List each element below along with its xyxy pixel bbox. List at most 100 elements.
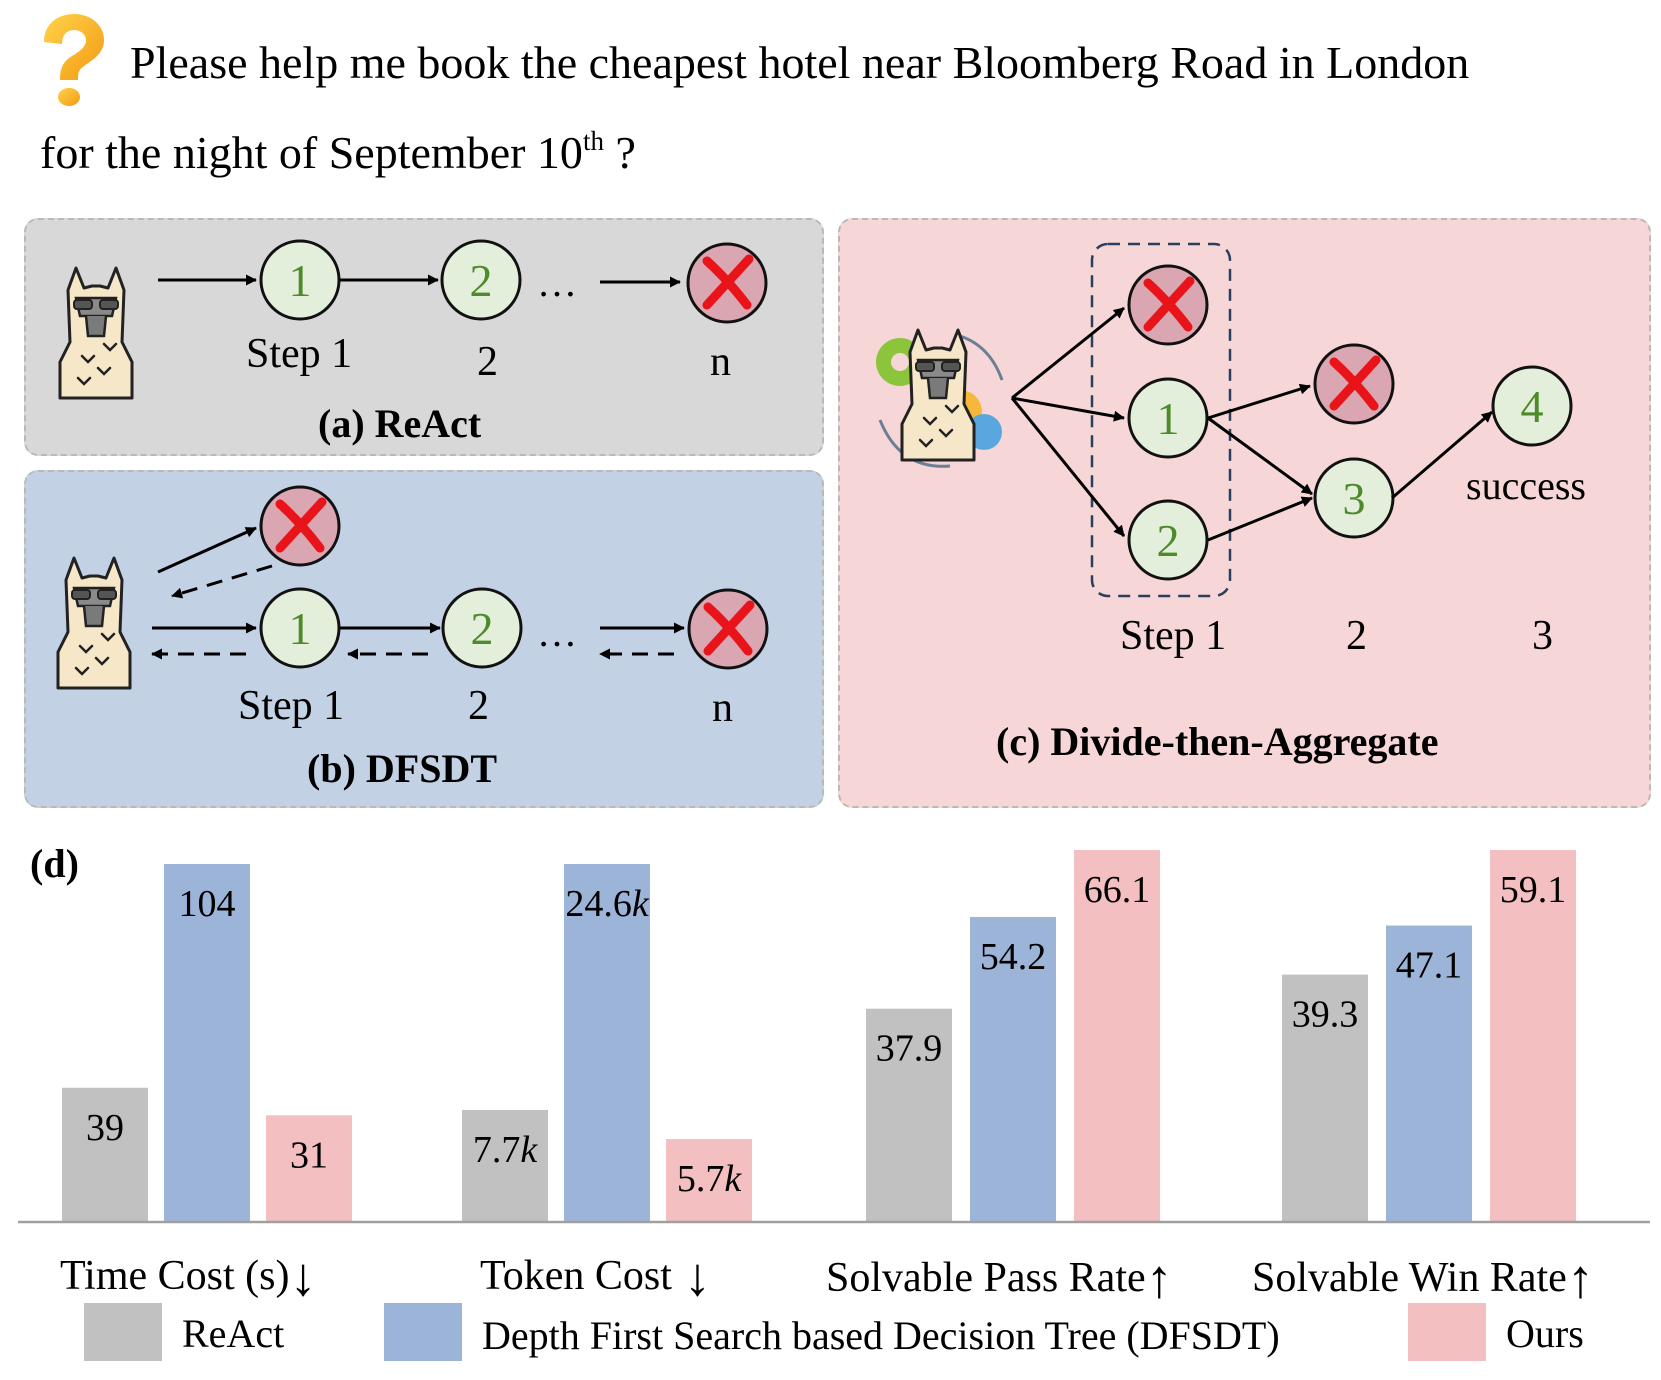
- cross-icon: [1143, 276, 1195, 332]
- dta-node-3-label: 3: [1343, 473, 1366, 524]
- panel-c-step-label-1: Step 1: [1120, 613, 1227, 659]
- bar-value-label: 54.2: [980, 936, 1047, 978]
- query-line-2-prefix: for the night of September 10: [40, 127, 583, 178]
- legend-label-ours: Ours: [1506, 1311, 1584, 1356]
- query-superscript: th: [582, 126, 604, 156]
- bar-value-label: 37.9: [876, 1028, 943, 1070]
- dfsdt-node-2-label: 2: [471, 603, 494, 654]
- dta-node-1-label: 1: [1157, 393, 1180, 444]
- dfsdt-node-1-label: 1: [289, 603, 312, 654]
- dta-arrow-to-2: [1010, 397, 1126, 537]
- cross-icon: [703, 600, 755, 656]
- dta-node-1: 1: [1127, 377, 1209, 459]
- dta-fail-node-1: [1127, 264, 1209, 346]
- bar-ours-2: [1074, 850, 1160, 1222]
- category-label-win-rate: Solvable Win Rate↑: [1252, 1242, 1594, 1309]
- dta-node-4-label: 4: [1521, 381, 1544, 432]
- query-line-2-suffix: ?: [603, 127, 636, 178]
- category-label-time-cost: Time Cost (s)↓: [60, 1240, 317, 1307]
- category-label-time-cost-text: Time Cost (s): [60, 1253, 290, 1299]
- bar-value-label: 47.1: [1396, 945, 1463, 987]
- bar-value-label: 59.1: [1500, 869, 1567, 911]
- dta-arrow-1-fail: [1207, 383, 1311, 420]
- category-label-win-rate-text: Solvable Win Rate: [1252, 1255, 1567, 1301]
- bar-depth-first-search-based-decision-tree-dfsdt--2: [970, 916, 1056, 1222]
- category-label-pass-rate-text: Solvable Pass Rate: [826, 1255, 1146, 1301]
- react-node-2: 2: [440, 239, 522, 321]
- arrow-down-icon: ↓: [683, 1247, 711, 1307]
- dta-arrow-2-3: [1207, 496, 1313, 542]
- legend-swatch-ours: [1408, 1303, 1486, 1361]
- chart-panel-label: (d): [30, 841, 79, 886]
- bar-value-label: 31: [290, 1134, 328, 1176]
- react-fail-node: [686, 242, 768, 324]
- panel-b-step-label-2: 2: [468, 683, 489, 729]
- dfsdt-node-1: 1: [259, 587, 341, 669]
- react-node-2-label: 2: [470, 255, 493, 306]
- panel-a-step-label-n: n: [710, 339, 731, 385]
- panel-divide-then-aggregate: [838, 218, 1651, 808]
- bar-react-0: [62, 1087, 148, 1222]
- arrow-down-icon: ↓: [289, 1247, 317, 1307]
- panel-a-title: (a) ReAct: [318, 401, 482, 446]
- bar-react-2: [866, 1008, 952, 1222]
- dta-node-2-label: 2: [1157, 515, 1180, 566]
- bar-ours-1: [666, 1139, 752, 1222]
- react-ellipsis: …: [537, 260, 577, 305]
- category-label-token-cost: Token Cost↓: [480, 1240, 711, 1307]
- category-label-token-cost-text: Token Cost: [480, 1253, 672, 1299]
- query-line-1: Please help me book the cheapest hotel n…: [130, 37, 1470, 88]
- panel-react: [24, 218, 824, 456]
- panel-b-title: (b) DFSDT: [307, 746, 498, 791]
- dfsdt-fail-node-top: [259, 485, 341, 567]
- cross-icon: [275, 497, 327, 553]
- bar-value-label: 104: [179, 883, 236, 925]
- panel-a-step-label-2: 2: [477, 339, 498, 385]
- bar-ours-3: [1490, 850, 1576, 1222]
- arrow-up-icon: ↑: [1145, 1249, 1173, 1309]
- bar-value-label: 7.7k: [473, 1129, 539, 1171]
- step1-group-box: [1090, 242, 1232, 598]
- react-node-1: 1: [259, 239, 341, 321]
- legend-label-dfsdt: Depth First Search based Decision Tree (…: [482, 1313, 1280, 1358]
- react-node-1-label: 1: [289, 255, 312, 306]
- legend-swatch-react: [84, 1303, 162, 1361]
- cross-icon: [1329, 355, 1381, 411]
- panel-a-step-label-1: Step 1: [246, 331, 353, 377]
- bar-value-label: 5.7k: [677, 1158, 743, 1200]
- dfsdt-node-2: 2: [441, 587, 523, 669]
- dfsdt-ellipsis: …: [537, 610, 577, 655]
- cross-icon: [702, 254, 754, 310]
- bar-value-label: 24.6k: [565, 883, 650, 925]
- dta-arrow-to-1: [1011, 396, 1125, 422]
- dfsdt-backtrack-top: [171, 564, 273, 599]
- dta-node-4: 4: [1491, 365, 1573, 447]
- bar-depth-first-search-based-decision-tree-dfsdt--0: [164, 864, 250, 1222]
- legend-label-react: ReAct: [182, 1311, 285, 1356]
- dta-arrow-3-4: [1391, 410, 1493, 500]
- bar-value-label: 39.3: [1292, 994, 1359, 1036]
- question-mark-icon: [44, 14, 104, 106]
- dta-fail-node-2: [1313, 343, 1395, 425]
- bar-value-label: 39: [86, 1107, 124, 1149]
- panel-b-step-label-n: n: [712, 685, 733, 731]
- dta-node-2: 2: [1127, 499, 1209, 581]
- arrow-up-icon: ↑: [1566, 1249, 1594, 1309]
- panel-c-title: (c) Divide-then-Aggregate: [996, 719, 1439, 764]
- dfsdt-arrow-to-fail: [157, 526, 257, 574]
- dta-arrow-1-3: [1207, 416, 1313, 496]
- dfsdt-fail-node-n: [687, 588, 769, 670]
- panel-c-step-label-3: 3: [1532, 613, 1553, 659]
- panel-b-step-label-1: Step 1: [238, 683, 345, 729]
- category-label-pass-rate: Solvable Pass Rate↑: [826, 1242, 1173, 1309]
- legend-swatch-dfsdt: [384, 1303, 462, 1361]
- bar-depth-first-search-based-decision-tree-dfsdt--3: [1386, 925, 1472, 1222]
- query-line-2: for the night of September 10th ?: [40, 127, 636, 178]
- bar-depth-first-search-based-decision-tree-dfsdt--1: [564, 864, 650, 1222]
- dta-arrow-to-fail: [1011, 306, 1125, 400]
- panel-c-success-label: success: [1466, 463, 1586, 508]
- bar-ours-0: [266, 1115, 352, 1222]
- panel-c-step-label-2: 2: [1346, 613, 1367, 659]
